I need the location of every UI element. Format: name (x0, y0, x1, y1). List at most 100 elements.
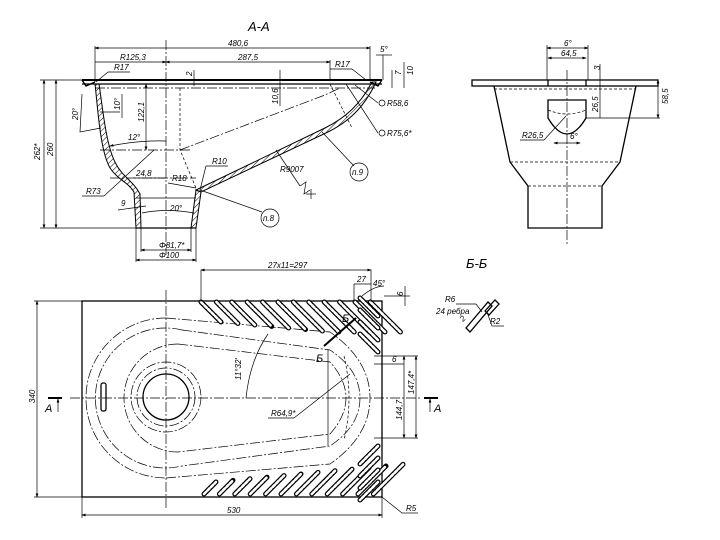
rib-inner (261, 300, 290, 330)
rib-inner (233, 477, 252, 496)
dim-10: 10 (406, 66, 415, 75)
leader (354, 84, 379, 104)
rib-inner (358, 468, 380, 490)
side-view: 6° 64,5 3 26,5 58,5 R26,5 6° (471, 39, 670, 245)
outlet-wall-right (190, 189, 202, 229)
dim-27: 27 (356, 275, 366, 284)
dim-530: 530 (227, 506, 241, 515)
marker-b-lower: Б (316, 353, 323, 365)
dim-144: 144,7 (395, 399, 404, 420)
drain-hole (142, 373, 190, 421)
angle-arc-20 (141, 210, 195, 214)
dim-6-top: 6 (396, 291, 405, 296)
inner-slope-line (179, 87, 341, 151)
slot (100, 382, 107, 412)
rib-inner (358, 456, 380, 478)
dim-12deg: 12° (128, 133, 141, 142)
dim-line (117, 205, 147, 211)
rib-inner (325, 467, 354, 496)
dim-10deg: 10° (113, 97, 122, 110)
leader (345, 83, 379, 134)
rib-inner (264, 474, 286, 496)
dim-r5: R5 (406, 504, 417, 513)
angle-arc-11 (245, 333, 269, 399)
side-recess (547, 99, 587, 135)
leader (351, 68, 367, 81)
section-bb-title: Б-Б (466, 256, 488, 271)
leader (199, 165, 207, 191)
radius-symbol (378, 129, 386, 137)
rib-inner (276, 300, 307, 331)
rib-inner (215, 300, 240, 325)
inner-contour-left (179, 88, 197, 189)
dim-122: 122,1 (137, 102, 146, 122)
rib-inner (245, 300, 274, 328)
angle-arc-45 (361, 285, 385, 297)
marker-a-right: А (433, 403, 441, 415)
drain-ring (130, 361, 202, 433)
dim-24-8: 24,8 (135, 169, 152, 178)
drain-ring (136, 367, 196, 427)
dim-6deg-bottom: 6° (570, 132, 578, 141)
dim-r17-right: R17 (335, 60, 350, 69)
callout-circle-p8 (260, 208, 280, 228)
ribs-bottom (201, 443, 406, 503)
dim-ribs: 27x11=297 (267, 261, 308, 270)
rib-inner (369, 300, 402, 334)
rib-inner (295, 471, 320, 496)
rib-inner (202, 480, 218, 496)
rib-inner (279, 472, 303, 496)
dim-262: 262* (33, 143, 42, 161)
dim-480: 480,6 (228, 39, 249, 48)
angle-bracket (79, 93, 102, 133)
hidden-line (547, 109, 587, 115)
label-ribs: 24 ребра (435, 307, 470, 316)
dim-20deg-left: 20° (71, 107, 80, 121)
callout-circle-p9 (349, 162, 369, 182)
leader (293, 373, 351, 419)
hidden-arc (343, 355, 350, 441)
dim-20deg-bottom: 20° (169, 204, 183, 213)
dim-r58: R58,6 (387, 99, 409, 108)
rib-inner (358, 296, 380, 318)
leader (321, 131, 355, 167)
dim-r75: R75,6* (387, 129, 412, 138)
dim-r18: R18 (172, 174, 187, 183)
dim-3: 3 (593, 65, 602, 70)
rib-inner (310, 469, 337, 496)
rib-inner (218, 479, 235, 496)
left-lip (81, 79, 96, 87)
dim-r64: R64,9* (271, 409, 296, 418)
rib-inner (372, 463, 405, 496)
rib-inner (358, 480, 380, 502)
bowl-mid-arc (95, 327, 183, 469)
leader (199, 189, 263, 213)
section-aa: А-А 480,6 R125,3 287,5 (33, 19, 415, 262)
dim-r2: R2 (490, 317, 501, 326)
angle-arc-12 (109, 140, 167, 147)
dim-phi100: Φ100 (159, 251, 180, 260)
dim-r17-left: R17 (114, 63, 129, 72)
dim-58-5: 58,5 (661, 88, 670, 104)
leader (167, 182, 197, 189)
side-body (493, 85, 637, 229)
bowl-outer-arc (85, 317, 167, 479)
bowl-inner-arc (123, 343, 179, 453)
rib-inner (199, 300, 223, 324)
bowl-slope (194, 81, 377, 193)
break-symbol (299, 181, 311, 195)
dim-10-6: 10,6 (271, 88, 280, 104)
callout-p8: п.8 (263, 214, 275, 223)
leader (103, 149, 155, 197)
callout-p9: п.9 (352, 168, 364, 177)
dim-6-right: 6 (392, 355, 397, 364)
rib-profile (465, 301, 493, 333)
dim-340: 340 (28, 389, 37, 403)
dim-r6: R6 (445, 295, 456, 304)
dim-9: 9 (121, 199, 126, 208)
inner-contour-right (329, 83, 353, 129)
rib-inner (358, 320, 380, 342)
section-bb: Б-Б R6 24 ребра 2 R2 (435, 256, 504, 333)
dim-64-5: 64,5 (561, 49, 577, 58)
